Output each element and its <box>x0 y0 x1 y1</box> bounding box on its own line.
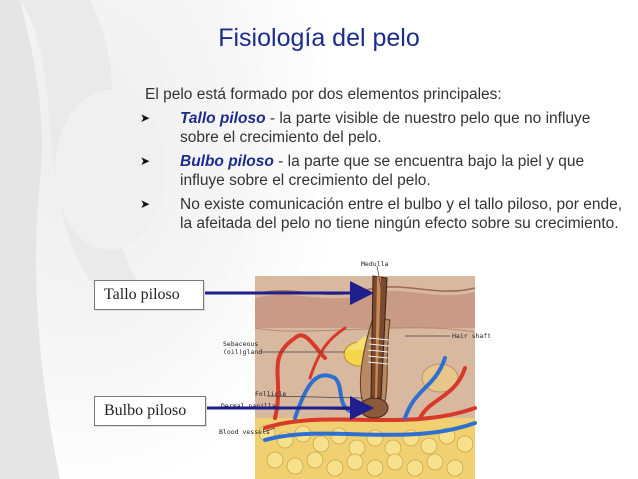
label-medulla: Medulla <box>361 260 388 268</box>
arrowhead-bullet-icon: ➤ <box>140 197 151 211</box>
intro-text: El pelo está formado por dos elementos p… <box>145 86 502 103</box>
bullet-list: ➤ Tallo piloso - la parte visible de nue… <box>122 109 622 238</box>
label-follicle: Follicle <box>255 390 286 398</box>
bullet-emphasis: Tallo piloso <box>180 110 266 127</box>
bullet-text: No existe comunicación entre el bulbo y … <box>180 196 623 232</box>
arrowhead-bullet-icon: ➤ <box>140 154 151 168</box>
label-oil-gland: (oil)gland <box>223 348 262 356</box>
label-hair-shaft: Hair shaft <box>452 332 490 340</box>
label-bulbo-piloso: Bulbo piloso <box>94 396 206 426</box>
bullet-text: - la parte que se encuentra bajo la piel… <box>180 153 585 189</box>
label-sebaceous: Sebaceous <box>223 340 258 348</box>
bullet-emphasis: Bulbo piloso <box>180 153 274 170</box>
page-title: Fisiología del pelo <box>218 24 420 52</box>
hair-shaft <box>367 275 390 399</box>
list-item: ➤ No existe comunicación entre el bulbo … <box>122 195 622 233</box>
hair-anatomy-diagram: Medulla Hair shaft Sebaceous (oil)gland … <box>219 260 490 479</box>
model-photo-placeholder <box>0 0 165 479</box>
label-blood-vessels: Blood vessels <box>219 428 270 436</box>
arrowhead-bullet-icon: ➤ <box>140 111 151 125</box>
label-tallo-piloso: Tallo piloso <box>94 280 204 310</box>
list-item: ➤ Bulbo piloso - la parte que se encuent… <box>122 152 622 190</box>
bullet-text: - la parte visible de nuestro pelo que n… <box>180 110 591 146</box>
label-dermal-papilla: Dermal papilla <box>221 402 276 410</box>
list-item: ➤ Tallo piloso - la parte visible de nue… <box>122 109 622 147</box>
